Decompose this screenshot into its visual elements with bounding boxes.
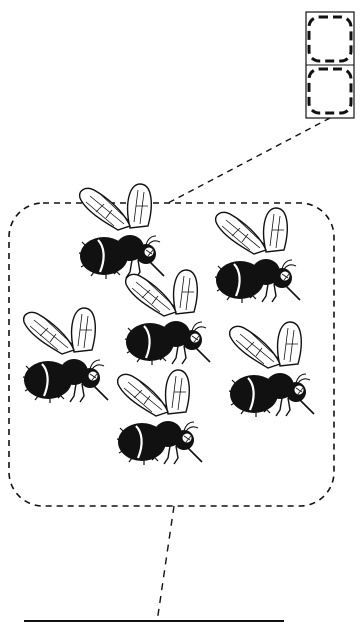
bee-4 bbox=[23, 308, 108, 403]
bee-3 bbox=[125, 270, 210, 365]
zoom-connector-line bbox=[168, 118, 330, 203]
bee-2 bbox=[215, 208, 300, 303]
bee-1 bbox=[79, 184, 164, 279]
bee-swarm bbox=[23, 184, 314, 465]
bee-6 bbox=[117, 370, 202, 465]
baseline-connector-line bbox=[157, 506, 174, 622]
inset-box bbox=[306, 12, 354, 118]
bee-5 bbox=[229, 322, 314, 417]
